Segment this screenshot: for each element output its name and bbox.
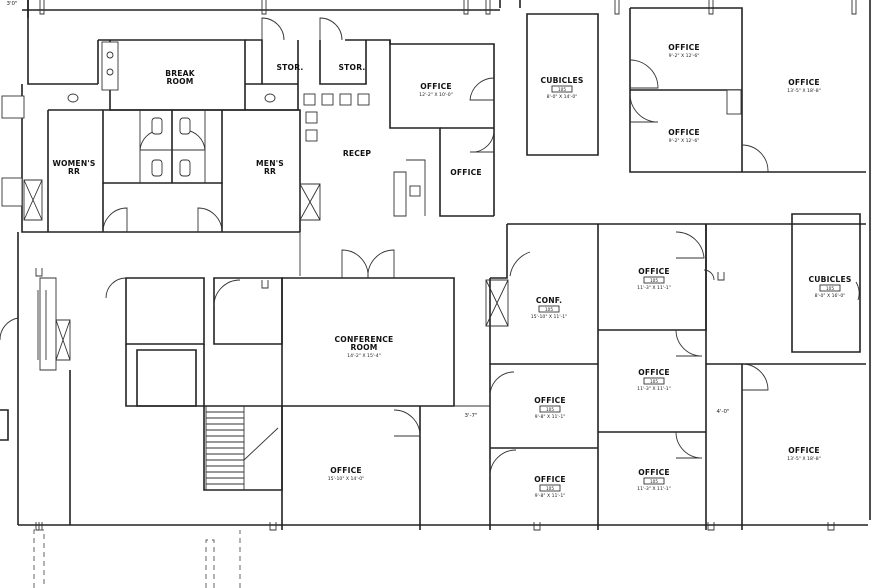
office-f-dims: 11'-3" X 11'-1" — [637, 285, 671, 291]
dimension-note-3: 3'0" — [6, 1, 17, 7]
break-room-label: BREAK — [165, 69, 195, 78]
office-k-tag: 105 — [546, 486, 554, 491]
center-walls — [281, 232, 490, 530]
office-j-label: OFFICE — [330, 466, 362, 475]
door-swings-core — [102, 17, 495, 233]
stor-2-label: STOR. — [339, 63, 366, 72]
office-e-label: OFFICE — [450, 168, 482, 177]
office-l-label: OFFICE — [638, 468, 670, 477]
office-d-label: OFFICE — [668, 128, 700, 137]
reception-furniture — [303, 93, 426, 217]
office-a-dims: 12'-2" X 10'-0" — [419, 92, 453, 98]
dimension-notes: 3'-7" 4'-0" 3'0" — [6, 1, 729, 419]
womens-rr-label: WOMEN'S — [52, 159, 95, 168]
office-k-dims: 9'-8" X 11'-1" — [535, 493, 566, 499]
stor-1-label: STOR. — [277, 63, 304, 72]
exterior-walls — [17, 0, 871, 526]
office-a-label: OFFICE — [420, 82, 452, 91]
office-l-dims: 11'-3" X 11'-1" — [637, 486, 671, 492]
dimension-note-2: 4'-0" — [716, 409, 729, 415]
mens-rr-label: MEN'S — [256, 159, 284, 168]
office-c-dims: 13'-5" X 18'-8" — [787, 88, 821, 94]
office-k-label: OFFICE — [534, 475, 566, 484]
conf-label: CONF. — [536, 296, 562, 305]
cubicles-right-dims: 8'-0" X 16'-0" — [815, 293, 846, 299]
office-f-tag: 105 — [650, 278, 658, 283]
cubicles-top-tag: 105 — [558, 87, 566, 92]
cubicles-top-dims: 8'-0" X 14'-0" — [547, 94, 578, 100]
plumbing-fixtures — [1, 41, 321, 221]
office-i-label: OFFICE — [788, 446, 820, 455]
office-f-label: OFFICE — [638, 267, 670, 276]
office-i-dims: 13'-5" X 18'-8" — [787, 456, 821, 462]
top-right-walls — [526, 7, 866, 173]
office-g-dims: 11'-3" X 11'-1" — [637, 386, 671, 392]
mens-rr-label-2: RR — [264, 167, 276, 176]
office-l-tag: 105 — [650, 479, 658, 484]
office-d-dims: 9'-2" X 12'-6" — [669, 138, 700, 144]
office-h-tag: 105 — [546, 407, 554, 412]
cubicles-top-label: CUBICLES — [540, 76, 583, 85]
cubicles-right-label: CUBICLES — [808, 275, 851, 284]
office-g-tag: 105 — [650, 379, 658, 384]
conference-room-label: CONFERENCE — [335, 335, 394, 344]
recep-label: RECEP — [343, 149, 372, 158]
cubicles-right-tag: 105 — [826, 286, 834, 291]
office-h-dims: 9'-8" X 11'-1" — [535, 414, 566, 420]
break-room-label-2: ROOM — [166, 77, 193, 86]
office-g-label: OFFICE — [638, 368, 670, 377]
room-labels: BREAK ROOM STOR. STOR. OFFICE 12'-2" X 1… — [52, 43, 851, 499]
conf-dims: 15'-10" X 11'-1" — [531, 314, 568, 320]
office-h-label: OFFICE — [534, 396, 566, 405]
stair-elevator — [0, 277, 283, 525]
canopy-outline — [33, 529, 241, 588]
conference-room-label-2: ROOM — [350, 343, 377, 352]
dimension-note-1: 3'-7" — [464, 413, 477, 419]
conf-tag: 105 — [545, 307, 553, 312]
office-b-dims: 9'-2" X 12'-6" — [669, 53, 700, 59]
column-markers — [35, 268, 835, 531]
office-c-label: OFFICE — [788, 78, 820, 87]
middle-right-walls — [485, 213, 866, 530]
conference-room-dims: 14'-2" X 15'-4" — [347, 353, 381, 359]
office-j-dims: 15'-10" X 14'-0" — [328, 476, 365, 482]
office-b-label: OFFICE — [668, 43, 700, 52]
womens-rr-label-2: RR — [68, 167, 80, 176]
